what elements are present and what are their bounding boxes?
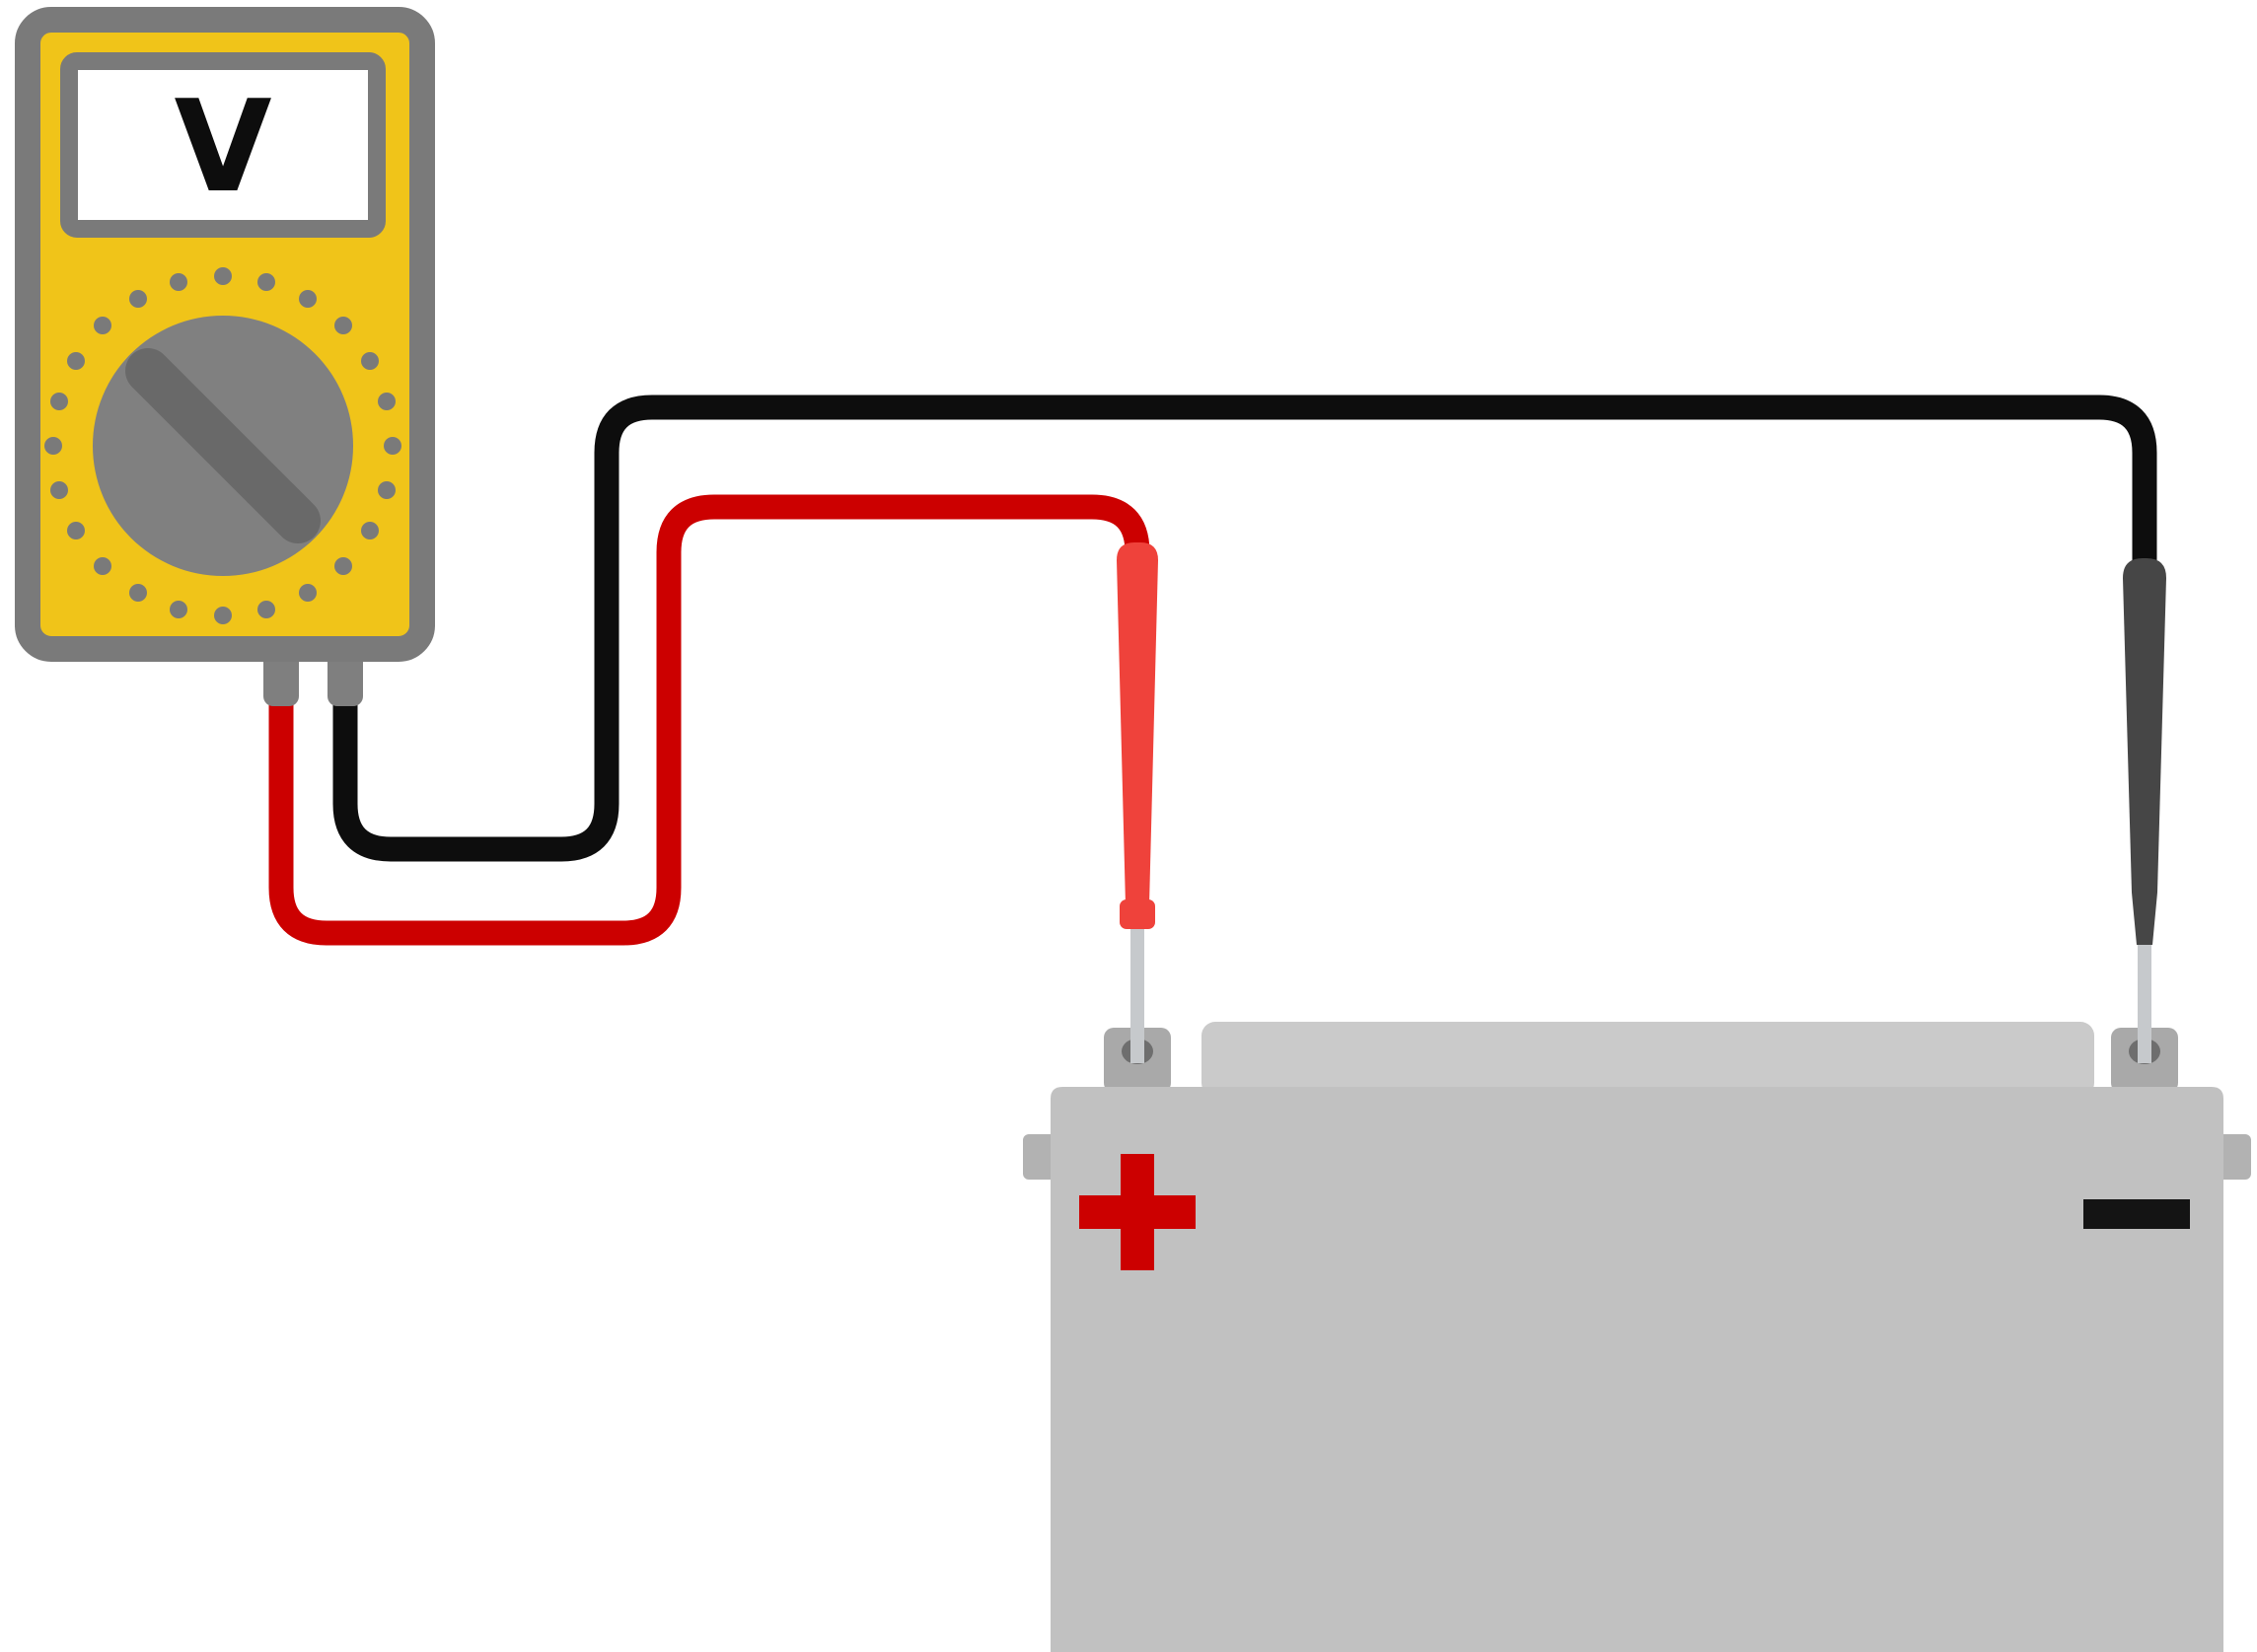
multimeter: V [15,7,435,706]
dial-scale-dots [44,267,401,624]
black-test-lead-wire [332,395,2157,862]
red-probe-handle [1117,542,1158,905]
battery-tab-right [2216,1134,2251,1180]
battery-body [1051,1087,2223,1652]
rotary-dial [93,316,353,576]
black-probe-tip [2138,927,2151,1063]
red-probe-tip [1130,917,1144,1063]
plus-icon [1079,1154,1196,1270]
red-probe-collar [1120,899,1155,929]
meter-display [60,52,386,238]
dial-pointer [125,348,321,543]
black-probe [2123,558,2166,1063]
minus-icon [2083,1199,2190,1229]
battery-lid [1201,1022,2094,1097]
red-probe [1117,542,1158,1063]
black-probe-handle [2123,558,2166,945]
battery [1023,1022,2251,1652]
meter-display-value: V [174,74,271,221]
red-test-lead-wire [268,494,1150,946]
